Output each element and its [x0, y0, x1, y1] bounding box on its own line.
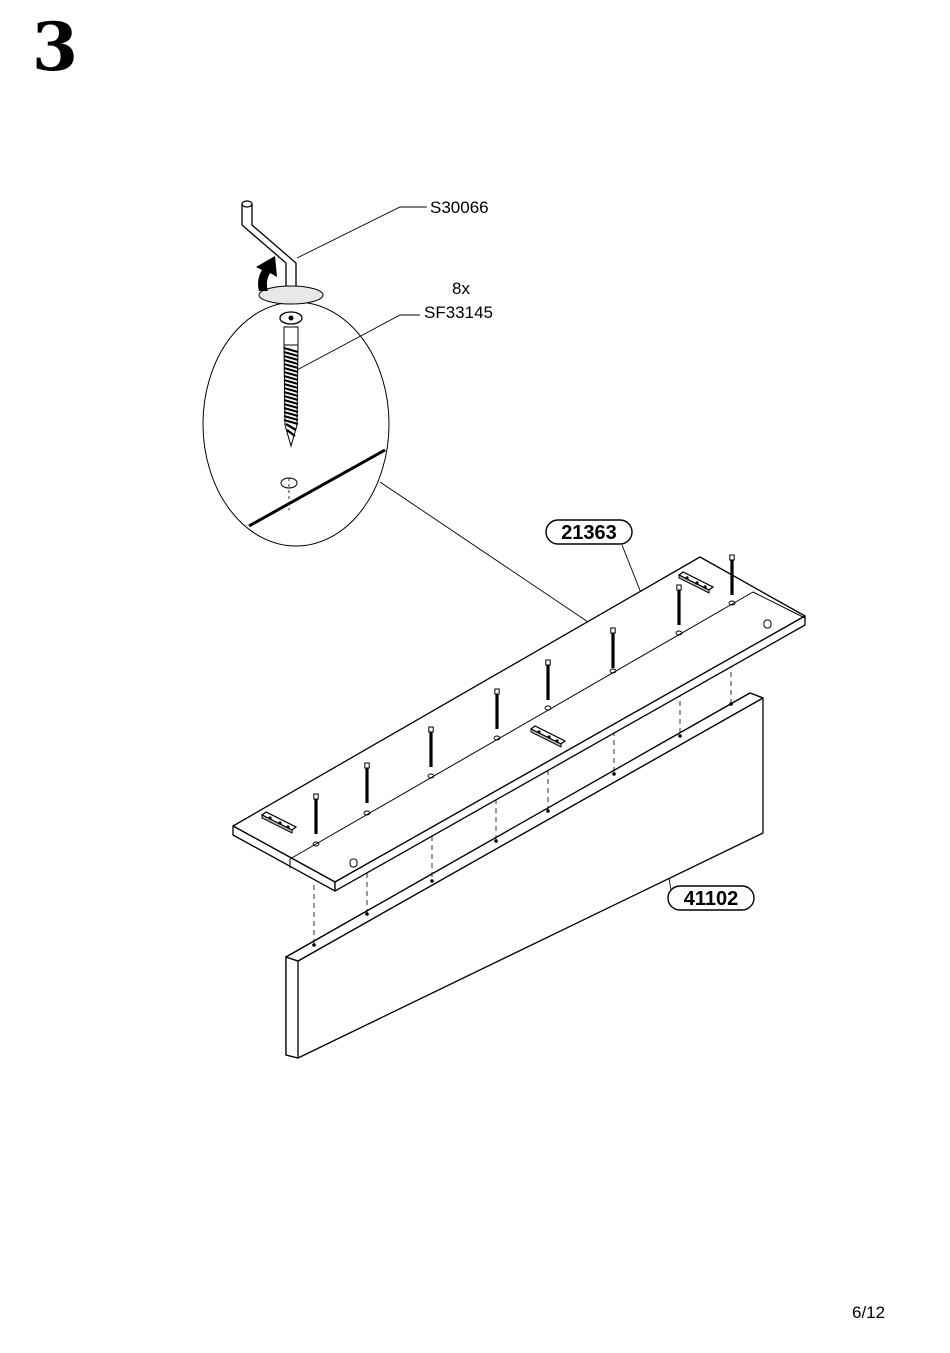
part-badge-41102: 41102	[668, 886, 754, 910]
tool-code-label: S30066	[430, 198, 489, 217]
detail-magnifier	[203, 201, 389, 546]
part-number-21363: 21363	[561, 522, 617, 544]
screw-quantity-label: 8x	[452, 279, 470, 298]
part-number-41102: 41102	[684, 888, 739, 910]
part-badge-21363: 21363	[546, 520, 632, 544]
page-number: 6/12	[852, 1303, 885, 1323]
screw-code-label: SF33145	[424, 303, 493, 322]
hex-key-s30066-illustration	[242, 201, 323, 304]
